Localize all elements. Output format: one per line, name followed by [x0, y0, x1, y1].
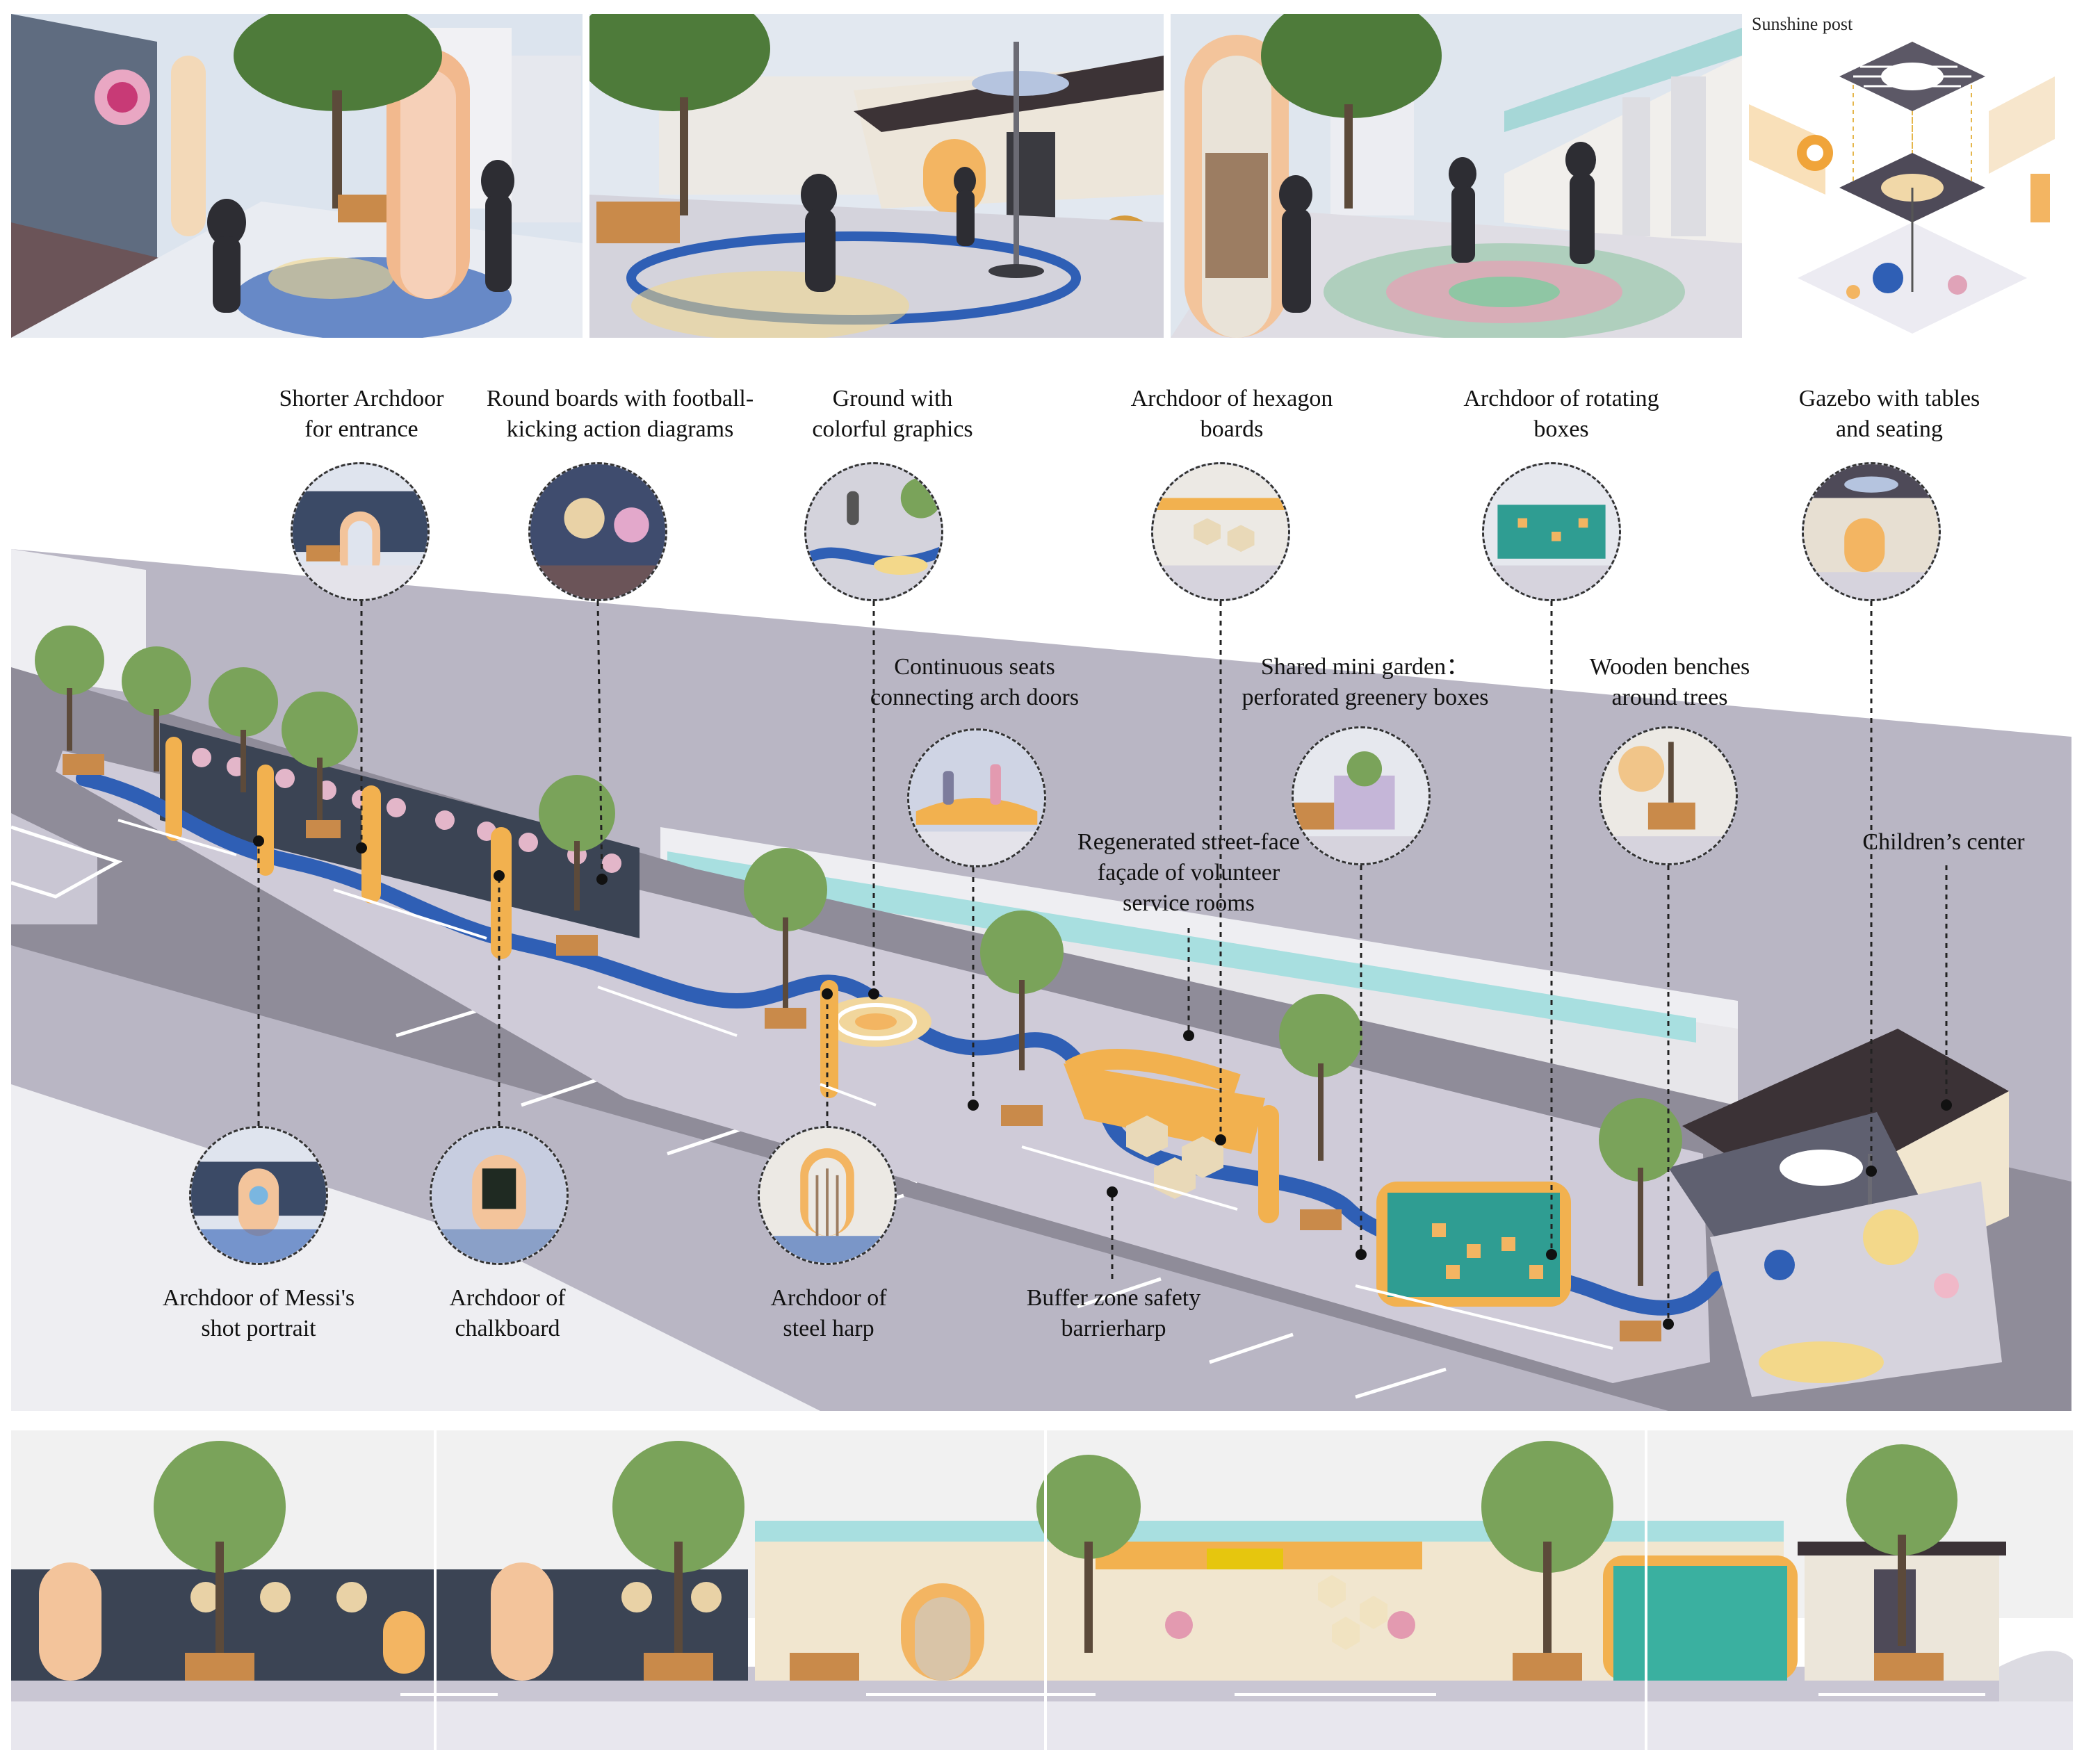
bubble-round-boards [528, 462, 667, 601]
bubble-shorter-archdoor [291, 462, 430, 601]
bubble-ground-graphics [804, 462, 943, 601]
bubble-mini-garden [1292, 726, 1431, 865]
sidewalk-bottom-left [11, 1084, 820, 1411]
bubble-hexagon-archdoor [1151, 462, 1290, 601]
bubble-continuous-seats [907, 728, 1046, 867]
sunshine-post-diagram: Sunshine post [1749, 14, 2076, 338]
label-round-boards: Round boards with football- kicking acti… [486, 386, 754, 442]
label-hexagon-archdoor: Archdoor of hexagon boards [1130, 386, 1333, 442]
ground-graphic-circles [820, 997, 931, 1047]
sunshine-post-label: Sunshine post [1752, 14, 1853, 34]
label-shorter-archdoor: Shorter Archdoor for entrance [279, 386, 444, 442]
hexagon-boards [1126, 1116, 1223, 1199]
label-continuous-seats: Continuous seats connecting arch doors [870, 654, 1080, 710]
building-left [11, 549, 146, 695]
childrens-center [1800, 1091, 2009, 1307]
bubble-rotating-boxes [1482, 462, 1621, 601]
label-wooden-benches: Wooden benches around trees [1589, 654, 1750, 710]
bubble-steel-harp-archdoor [758, 1126, 897, 1265]
rotating-boxes [1387, 1193, 1560, 1297]
label-steel-harp-archdoor: Archdoor of steel harp [770, 1285, 887, 1341]
label-chalkboard-archdoor: Archdoor of chalkboard [449, 1285, 566, 1341]
label-facade: Regenerated street-face façade of volunt… [1077, 829, 1300, 916]
blue-ground-path [76, 771, 1725, 1316]
label-messi-archdoor: Archdoor of Messi's shot portrait [162, 1285, 355, 1341]
render-gazebo-street [589, 14, 1164, 338]
childrens-center-roof [1682, 1029, 2009, 1202]
label-mini-garden: Shared mini garden： perforated greenery … [1242, 654, 1489, 710]
label-childrens-center: Children’s center [1862, 829, 2025, 855]
street-elevation [11, 1430, 2073, 1750]
bubble-chalkboard-archdoor [430, 1126, 569, 1265]
label-gazebo: Gazebo with tables and seating [1798, 386, 1980, 442]
safety-barriers [117, 819, 1613, 1350]
label-ground-graphics: Ground with colorful graphics [812, 386, 973, 442]
round-board-wall [160, 723, 640, 938]
round-boards [192, 748, 621, 873]
bubble-wooden-benches [1599, 726, 1738, 865]
label-buffer-zone: Buffer zone safety barrierharp [1026, 1285, 1201, 1341]
bubble-messi-archdoor [189, 1126, 328, 1265]
label-rotating-boxes: Archdoor of rotating boxes [1463, 386, 1659, 442]
gazebo-roof [1668, 1112, 1919, 1251]
render-arch-entrance [11, 14, 583, 338]
render-arch-courtyard [1171, 14, 1742, 338]
bubble-gazebo [1802, 462, 1941, 601]
